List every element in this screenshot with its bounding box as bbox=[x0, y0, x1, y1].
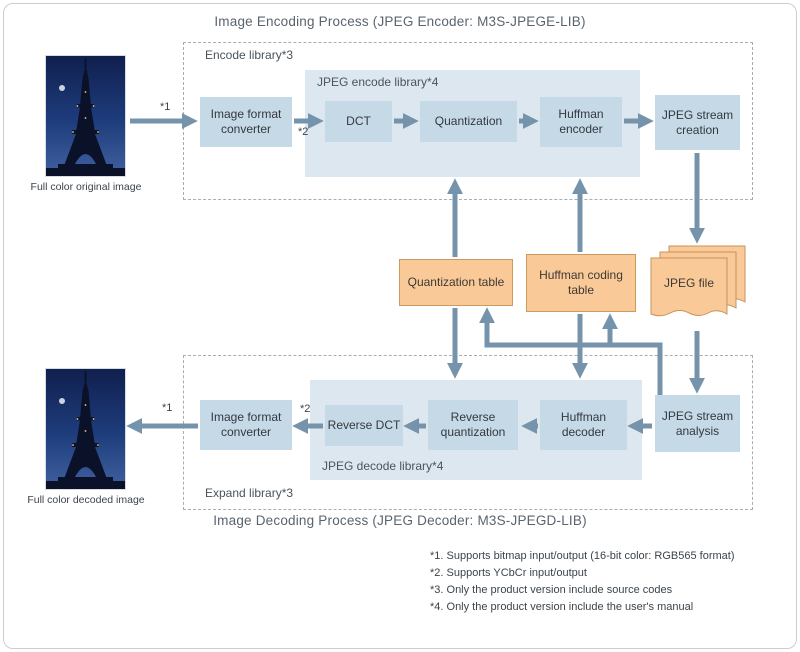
jpeg-stream-analysis-box: JPEG stream analysis bbox=[655, 395, 740, 452]
footnote-4: *4. Only the product version include the… bbox=[430, 601, 694, 613]
quantization-table-box: Quantization table bbox=[399, 259, 513, 306]
huffman-coding-table-box: Huffman coding table bbox=[526, 254, 636, 312]
quantization-box: Quantization bbox=[420, 101, 517, 142]
decoding-title: Image Decoding Process (JPEG Decoder: M3… bbox=[213, 513, 587, 528]
decode-image-format-converter-box: Image format converter bbox=[200, 400, 292, 450]
dct-box: DCT bbox=[325, 101, 392, 142]
encode-library-label: Encode library*3 bbox=[205, 48, 294, 62]
jpeg-decode-library-label: JPEG decode library*4 bbox=[322, 459, 444, 473]
original-image bbox=[45, 55, 126, 177]
expand-library-label: Expand library*3 bbox=[205, 486, 294, 500]
huffman-encoder-box: Huffman encoder bbox=[540, 97, 622, 147]
eiffel-tower-night-art bbox=[46, 56, 125, 176]
decode-note-1: *1 bbox=[162, 402, 173, 414]
reverse-quantization-box: Reverse quantization bbox=[428, 400, 518, 450]
encode-note-2: *2 bbox=[298, 126, 309, 138]
encoding-title: Image Encoding Process (JPEG Encoder: M3… bbox=[214, 14, 586, 29]
footnotes-block: *1. Supports bitmap input/output (16-bit… bbox=[430, 548, 735, 616]
reverse-dct-box: Reverse DCT bbox=[325, 405, 403, 446]
footnote-3: *3. Only the product version include sou… bbox=[430, 584, 673, 596]
footnote-1: *1. Supports bitmap input/output (16-bit… bbox=[430, 550, 735, 562]
eiffel-tower-night-art-2 bbox=[46, 369, 125, 489]
jpeg-file-icon bbox=[650, 245, 746, 329]
decode-library-container bbox=[183, 355, 753, 510]
page-border bbox=[3, 3, 797, 649]
decode-note-2: *2 bbox=[300, 403, 311, 415]
original-image-caption: Full color original image bbox=[30, 181, 142, 193]
huffman-decoder-box: Huffman decoder bbox=[540, 400, 627, 450]
jpeg-encode-library-label: JPEG encode library*4 bbox=[317, 75, 439, 89]
jpeg-stream-creation-box: JPEG stream creation bbox=[655, 95, 740, 150]
footnote-2: *2. Supports YCbCr input/output bbox=[430, 567, 587, 579]
encode-image-format-converter-box: Image format converter bbox=[200, 97, 292, 147]
decoded-image bbox=[45, 368, 126, 490]
encode-note-1: *1 bbox=[160, 101, 171, 113]
decoded-image-caption: Full color decoded image bbox=[27, 494, 145, 506]
jpeg-file-label: JPEG file bbox=[663, 276, 714, 290]
